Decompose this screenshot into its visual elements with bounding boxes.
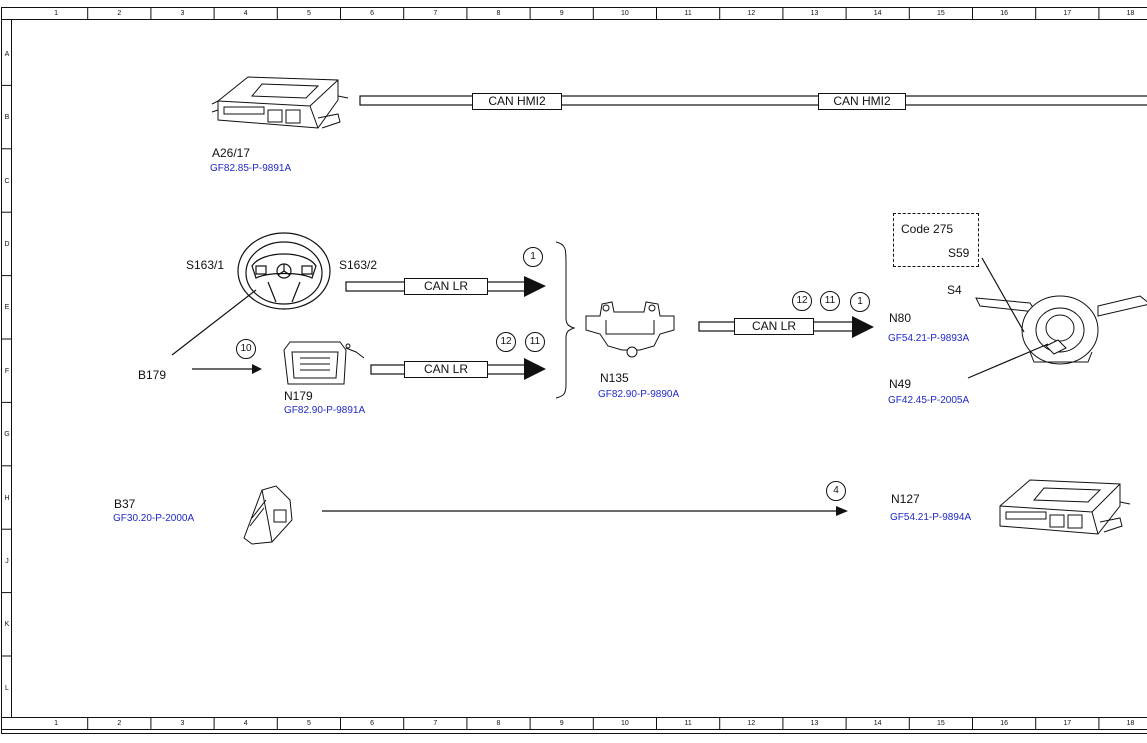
marker-4: 4 (826, 481, 846, 501)
marker-12-mid: 12 (496, 332, 516, 352)
marker-10: 10 (236, 339, 256, 359)
code-275-box (893, 213, 979, 267)
grid-column-label-top: 12 (747, 10, 756, 17)
n135-label: N135 (600, 371, 629, 385)
marker-11-mid: 11 (525, 332, 545, 352)
b37-label: B37 (114, 497, 136, 511)
grid-column-label-top: 3 (180, 10, 185, 17)
grid-column-label-bottom: 1 (54, 720, 59, 727)
grid-column-label-top: 18 (1126, 10, 1135, 17)
grid-column-label-bottom: 13 (810, 720, 819, 727)
grid-column-label-bottom: 3 (180, 720, 185, 727)
grid-column-label-top: 16 (1000, 10, 1008, 17)
grid-column-label-top: 9 (559, 10, 564, 17)
b179-label: B179 (138, 368, 167, 382)
grid-column-label-bottom: 14 (873, 720, 882, 727)
grid-column-label-bottom: 10 (620, 720, 629, 727)
n135-ref-link[interactable]: GF82.90-P-9890A (598, 389, 680, 400)
grid-row-label: E (4, 304, 10, 312)
grid-column-label-top: 6 (370, 10, 375, 17)
grid-row-label: D (4, 240, 10, 248)
grid-column-label-top: 8 (496, 10, 501, 17)
grid-row-label: J (5, 557, 9, 565)
module-n127-icon (999, 479, 1131, 535)
n179-label: N179 (284, 389, 313, 403)
sensor-b37-icon (243, 485, 293, 545)
n179-ref-link[interactable]: GF82.90-P-9891A (284, 405, 366, 416)
marker-12-right: 12 (792, 291, 812, 311)
grid-column-label-bottom: 2 (117, 720, 122, 727)
grid-column-label-top: 13 (810, 10, 819, 17)
n127-label: N127 (891, 492, 920, 506)
n80-ref-link[interactable]: GF54.21-P-9893A (888, 333, 970, 344)
grid-column-label-bottom: 11 (684, 720, 692, 727)
module-n135-icon (585, 301, 675, 358)
a26-17-label: A26/17 (212, 146, 251, 160)
grid-column-label-top: 1 (54, 10, 59, 17)
sensor-n179-icon (283, 341, 365, 385)
s4-label: S4 (947, 283, 962, 297)
n80-label: N80 (889, 311, 912, 325)
can-lr-label-n179: CAN LR (404, 361, 488, 378)
a26-17-ref-link[interactable]: GF82.85-P-9891A (210, 163, 292, 174)
grid-column-label-bottom: 4 (243, 720, 248, 727)
s163-1-label: S163/1 (186, 258, 225, 272)
grid-column-label-bottom: 18 (1126, 720, 1135, 727)
module-a26-17-icon (211, 76, 349, 129)
grid-column-label-bottom: 15 (936, 720, 945, 727)
grid-column-label-top: 10 (620, 10, 629, 17)
grid-row-label: C (4, 177, 10, 185)
grid-column-label-bottom: 12 (747, 720, 756, 727)
grid-column-label-top: 17 (1063, 10, 1072, 17)
marker-11-right: 11 (820, 291, 840, 311)
n127-ref-link[interactable]: GF54.21-P-9894A (890, 512, 972, 523)
n49-ref-link[interactable]: GF42.45-P-2005A (888, 395, 970, 406)
grid-column-label-bottom: 7 (433, 720, 438, 727)
grid-column-label-top: 4 (243, 10, 248, 17)
can-hmi2-label-right: CAN HMI2 (818, 93, 906, 110)
grid-column-label-top: 5 (306, 10, 311, 17)
grid-column-label-bottom: 9 (559, 720, 564, 727)
n49-label: N49 (889, 377, 912, 391)
grid-row-label: K (4, 621, 10, 629)
code-275-label: Code 275 (901, 222, 954, 236)
grid-column-label-top: 14 (873, 10, 882, 17)
marker-1-top: 1 (523, 247, 543, 267)
steering-wheel-icon (237, 232, 331, 310)
grid-column-label-top: 11 (684, 10, 692, 17)
grid-column-label-bottom: 6 (370, 720, 375, 727)
grid-row-label: G (4, 431, 10, 439)
grid-column-label-bottom: 5 (306, 720, 311, 727)
grid-column-label-top: 2 (117, 10, 122, 17)
grid-column-label-bottom: 16 (1000, 720, 1008, 727)
grid-column-label-top: 15 (936, 10, 945, 17)
can-lr-label-steering: CAN LR (404, 278, 488, 295)
grid-column-label-top: 7 (433, 10, 438, 17)
grid-column-label-bottom: 8 (496, 720, 501, 727)
grid-column-label-bottom: 17 (1063, 720, 1072, 727)
can-hmi2-label-left: CAN HMI2 (472, 93, 562, 110)
can-lr-label-n135: CAN LR (734, 318, 814, 335)
grid-row-label: A (4, 50, 10, 58)
steering-column-switch-icon (975, 295, 1147, 365)
grid-row-label: L (5, 684, 9, 692)
b37-ref-link[interactable]: GF30.20-P-2000A (113, 513, 195, 524)
s59-label: S59 (948, 246, 970, 260)
grid-row-label: F (4, 367, 10, 375)
grid-row-label: B (4, 114, 10, 122)
marker-1-right: 1 (850, 292, 870, 312)
s163-2-label: S163/2 (339, 258, 378, 272)
grid-row-label: H (4, 494, 10, 502)
